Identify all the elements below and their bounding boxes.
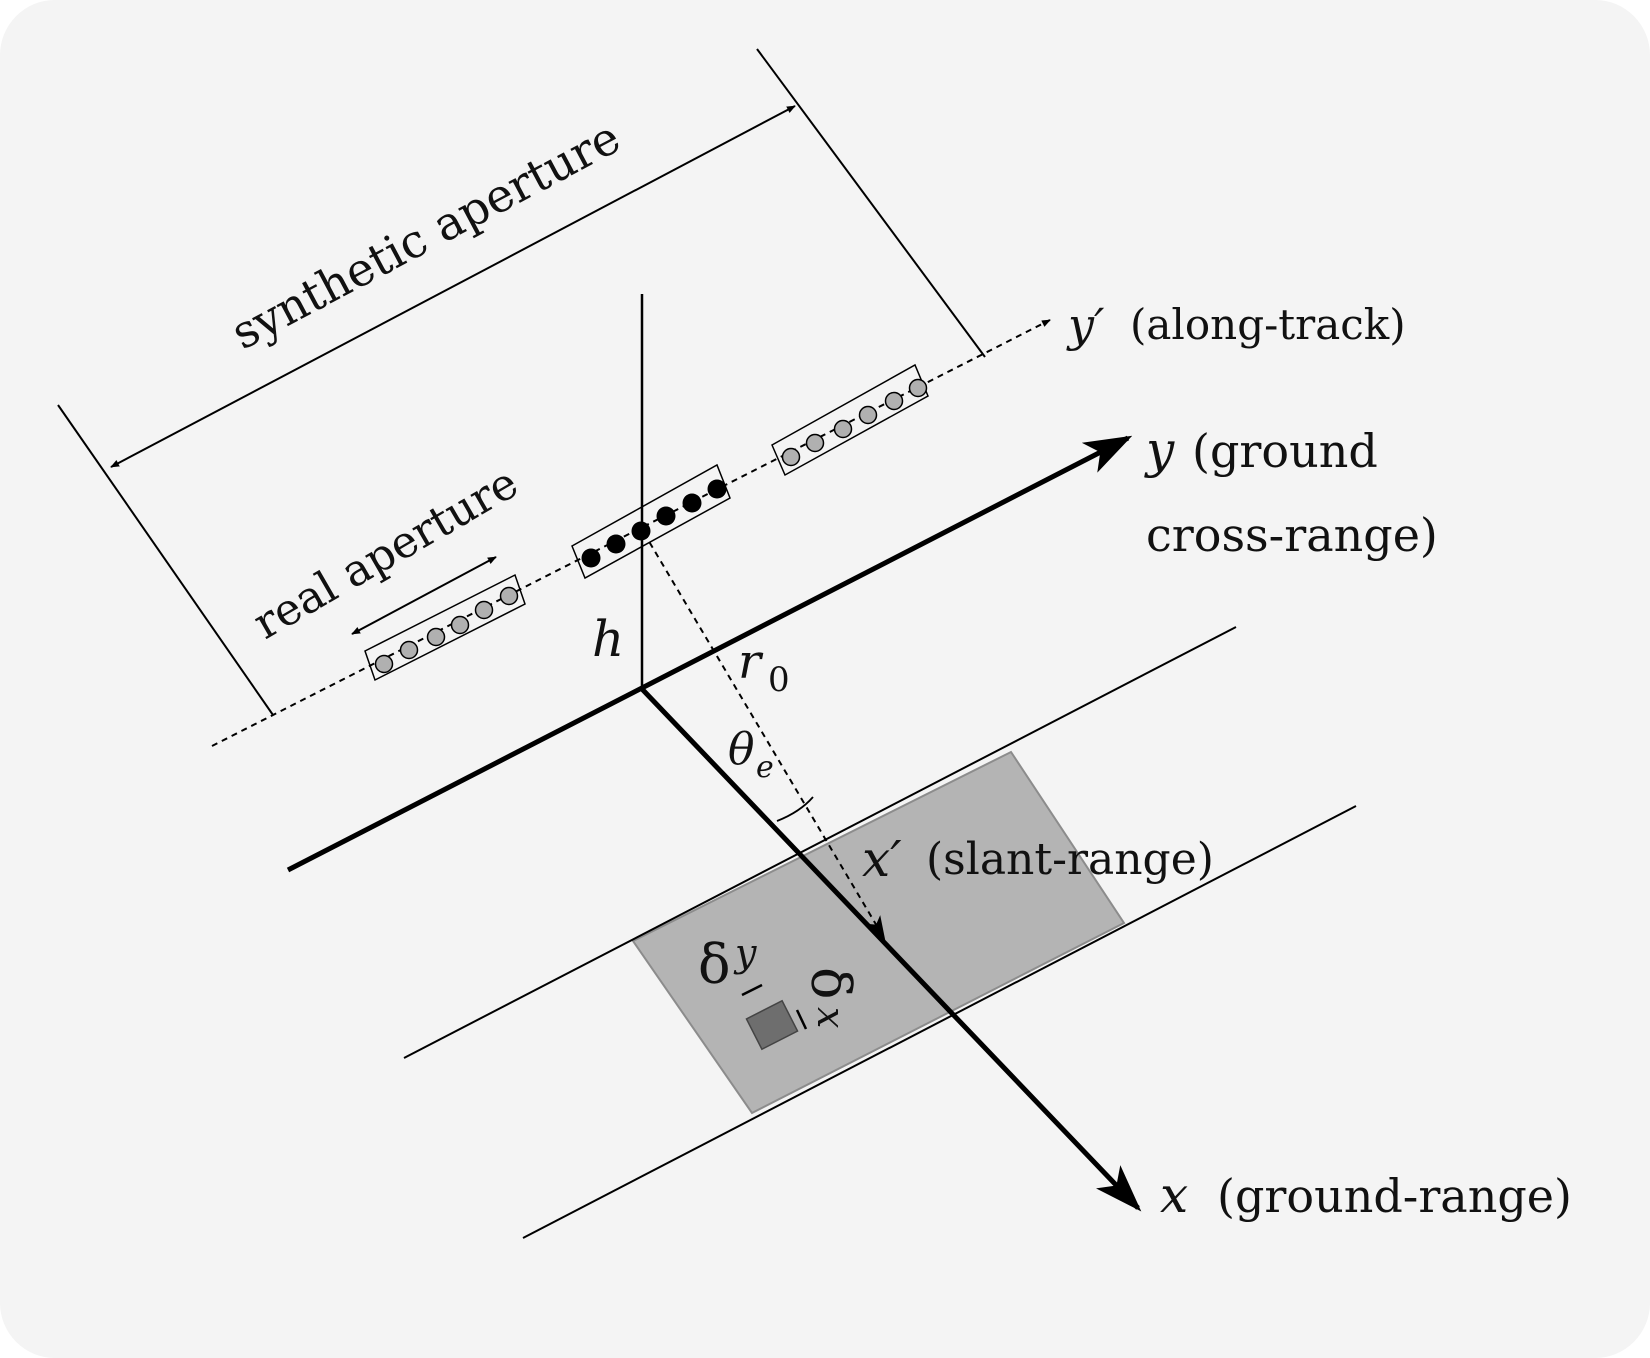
antenna-element	[450, 615, 470, 635]
y-prime-axis-label: y′	[1066, 298, 1105, 352]
antenna-element-active	[656, 506, 676, 526]
y-axis-label: y	[1144, 421, 1175, 479]
antenna-element	[858, 405, 878, 425]
aperture-end-line-left	[57, 404, 274, 716]
ground-range-label: (ground-range)	[1217, 1169, 1572, 1223]
antenna-element	[499, 586, 519, 606]
x-ground-axis	[640, 687, 1142, 1212]
svg-text:δ: δ	[799, 967, 862, 1000]
antenna-element	[884, 391, 904, 411]
x-prime-axis-label: x′	[862, 830, 902, 888]
theta-e-label: θ e	[728, 724, 774, 785]
svg-text:e: e	[756, 750, 774, 785]
antenna-array-right	[771, 363, 929, 477]
antenna-element-active	[707, 479, 727, 499]
svg-text:r: r	[738, 634, 764, 690]
antenna-element	[426, 627, 446, 647]
svg-text:δ: δ	[698, 933, 731, 996]
along-track-label: (along-track)	[1130, 300, 1406, 349]
antenna-element	[374, 654, 394, 674]
antenna-element	[908, 378, 928, 398]
antenna-element-active	[606, 534, 626, 554]
svg-text:θ: θ	[728, 724, 755, 775]
real-aperture-arrow	[351, 556, 497, 635]
slant-range-line	[643, 532, 886, 941]
antenna-element-active	[581, 548, 601, 568]
synthetic-aperture-arrow	[110, 105, 796, 468]
svg-text:y: y	[733, 931, 757, 975]
delta-y-label: δ y	[698, 931, 757, 996]
antenna-array-left	[364, 573, 526, 682]
y-ground-axis	[286, 435, 1133, 873]
elevation-angle-arc	[776, 796, 814, 822]
slant-range-label: (slant-range)	[926, 834, 1214, 885]
height-label: h	[592, 610, 624, 668]
ground-cross-range-label-line2: cross-range)	[1146, 508, 1438, 562]
antenna-element	[833, 419, 853, 439]
svg-text:0: 0	[768, 660, 790, 700]
r0-label: r 0	[738, 634, 790, 700]
delta-x-label: δ x	[799, 967, 862, 1028]
swath-far-edge	[522, 805, 1357, 1239]
aperture-end-line-right	[756, 48, 986, 358]
antenna-element	[781, 447, 801, 467]
antenna-element-active	[682, 493, 702, 513]
delta-y-tick	[741, 983, 763, 997]
delta-x-tick	[795, 1009, 808, 1030]
resolution-cell	[745, 999, 799, 1051]
ground-cross-range-label-line1: (ground	[1192, 424, 1378, 478]
antenna-element	[399, 640, 419, 660]
antenna-element	[474, 600, 494, 620]
x-axis-label: x	[1160, 1166, 1188, 1224]
antenna-element	[805, 433, 825, 453]
svg-text:x: x	[809, 1007, 853, 1028]
swath-near-edge	[403, 626, 1237, 1059]
